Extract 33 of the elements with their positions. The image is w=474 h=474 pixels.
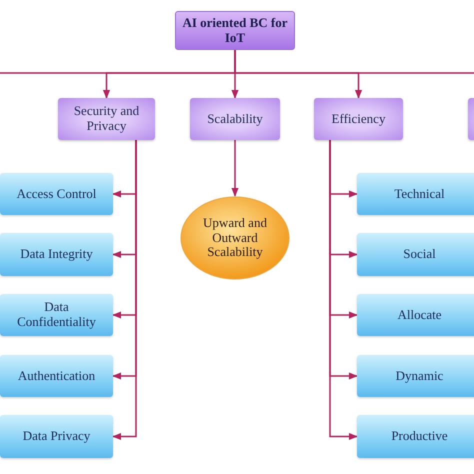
- category-box: [314, 98, 403, 140]
- node-text: Data Integrity: [20, 247, 93, 262]
- node-text: Efficiency: [332, 112, 386, 126]
- item-box: [0, 173, 113, 215]
- category-box: [190, 98, 280, 140]
- node-text: Security and Privacy: [72, 104, 140, 134]
- node-text: Scalability: [207, 112, 263, 126]
- item-box: [357, 294, 474, 336]
- title-box: [175, 11, 295, 50]
- item-box: [0, 355, 113, 397]
- node-text: AI oriented BC for IoT: [181, 16, 289, 46]
- category-box: [58, 98, 155, 140]
- node-text: Productive: [391, 429, 448, 444]
- node-text: Access Control: [16, 186, 96, 202]
- node-text: Dynamic: [396, 368, 444, 384]
- connector-arrow: [231, 140, 239, 197]
- item-box: [0, 294, 113, 336]
- node-text: Authentication: [18, 368, 96, 384]
- connector-arrow: [112, 140, 137, 440]
- item-box: [0, 415, 113, 458]
- node-text: Data Privacy: [22, 429, 90, 444]
- node-text: Data Confidentiality: [16, 300, 97, 330]
- node-text: Technical: [394, 186, 445, 202]
- node-text: Allocate: [397, 308, 442, 322]
- result-ellipse: [180, 196, 290, 280]
- item-box: [357, 415, 474, 458]
- item-box: [357, 355, 474, 397]
- node-text: Upward and Outward Scalability: [202, 216, 268, 260]
- item-box: [357, 233, 474, 276]
- node-text: Social: [403, 247, 436, 262]
- item-box: [357, 173, 474, 215]
- item-box: [0, 233, 113, 276]
- connector-arrow: [329, 140, 358, 440]
